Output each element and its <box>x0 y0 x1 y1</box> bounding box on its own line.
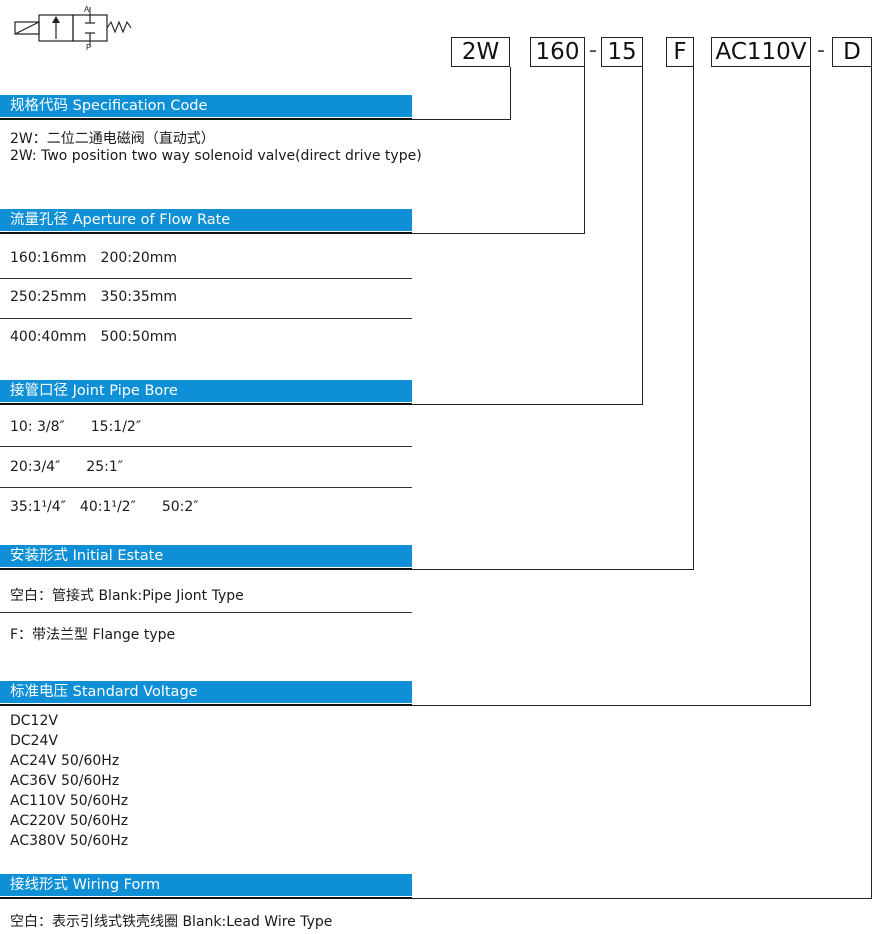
section-header-aperture: 流量孔径 Aperture of Flow Rate <box>0 209 412 231</box>
voltage-line: AC110V 50/60Hz <box>10 793 129 809</box>
aperture-value: 160:16mm <box>10 250 87 266</box>
section-divider <box>0 403 412 405</box>
bore-value: 50:2″ <box>161 499 199 515</box>
voltage-line: AC24V 50/60Hz <box>10 753 120 769</box>
aperture-value: 350:35mm <box>100 289 178 305</box>
estate-row: 空白：管接式 Blank:Pipe Jiont Type <box>10 588 244 604</box>
aperture-row: 250:25mm 350:35mm <box>10 289 177 305</box>
section-divider <box>0 897 412 899</box>
code-box-voltage: AC110V <box>711 37 811 67</box>
bore-value: 10: 3/8″ <box>10 419 65 435</box>
section-divider <box>0 232 412 234</box>
connector-line <box>412 119 511 120</box>
valve-symbol: A P <box>14 5 132 50</box>
aperture-row: 400:40mm 500:50mm <box>10 329 177 345</box>
row-divider <box>0 446 412 447</box>
spring-icon <box>106 20 132 34</box>
connector-line <box>412 705 811 706</box>
row-divider <box>0 487 412 488</box>
section-divider <box>0 704 412 706</box>
voltage-line: DC24V <box>10 733 58 749</box>
voltage-line: DC12V <box>10 713 58 729</box>
section-header-voltage: 标准电压 Standard Voltage <box>0 681 412 703</box>
wiring-row: 空白：表示引线式铁壳线圈 Blank:Lead Wire Type <box>10 914 333 930</box>
code-box-wiring: D <box>832 37 872 67</box>
bore-value: 40:1¹/2″ <box>79 499 136 515</box>
estate-row: F：带法兰型 Flange type <box>10 627 176 643</box>
connector-line <box>412 569 694 570</box>
aperture-value: 250:25mm <box>10 289 87 305</box>
connector-line <box>871 67 872 899</box>
aperture-row: 160:16mm 200:20mm <box>10 250 177 266</box>
section-header-bore: 接管口径 Joint Pipe Bore <box>0 380 412 402</box>
connector-line <box>412 233 585 234</box>
voltage-line: AC36V 50/60Hz <box>10 773 120 789</box>
bore-row: 35:1¹/4″ 40:1¹/2″ 50:2″ <box>10 499 198 515</box>
connector-line <box>693 67 694 570</box>
bore-value: 15:1/2″ <box>90 419 142 435</box>
connector-line <box>584 67 585 234</box>
bore-value: 20:3/4″ <box>10 459 61 475</box>
aperture-value: 500:50mm <box>100 329 178 345</box>
section-divider <box>0 568 412 570</box>
code-box-bore: 15 <box>601 37 643 67</box>
voltage-line: AC380V 50/60Hz <box>10 833 129 849</box>
code-box-estate: F <box>666 37 694 67</box>
connector-line <box>412 898 872 899</box>
row-divider <box>0 278 412 279</box>
voltage-line: AC220V 50/60Hz <box>10 813 129 829</box>
code-box-type: 2W <box>451 37 510 67</box>
bore-row: 10: 3/8″ 15:1/2″ <box>10 419 141 435</box>
connector-line <box>642 67 643 405</box>
spec-line-en: 2W: Two position two way solenoid valve(… <box>10 148 422 164</box>
connector-line <box>412 404 643 405</box>
aperture-value: 400:40mm <box>10 329 87 345</box>
section-divider <box>0 118 412 120</box>
row-divider <box>0 612 412 613</box>
code-separator: - <box>589 38 597 63</box>
section-header-spec: 规格代码 Specification Code <box>0 95 412 117</box>
spec-line-cn: 2W：二位二通电磁阀（直动式） <box>10 131 215 147</box>
code-separator: - <box>817 38 825 63</box>
section-header-wiring: 接线形式 Wiring Form <box>0 874 412 896</box>
connector-line <box>510 67 511 120</box>
section-header-estate: 安装形式 Initial Estate <box>0 545 412 567</box>
aperture-value: 200:20mm <box>100 250 178 266</box>
code-box-aperture: 160 <box>530 37 585 67</box>
bore-value: 25:1″ <box>86 459 123 475</box>
port-label-a: A <box>84 5 90 14</box>
bore-row: 20:3/4″ 25:1″ <box>10 459 123 475</box>
bore-value: 35:1¹/4″ <box>10 499 66 515</box>
connector-line <box>810 67 811 706</box>
row-divider <box>0 318 412 319</box>
port-label-p: P <box>86 43 91 50</box>
